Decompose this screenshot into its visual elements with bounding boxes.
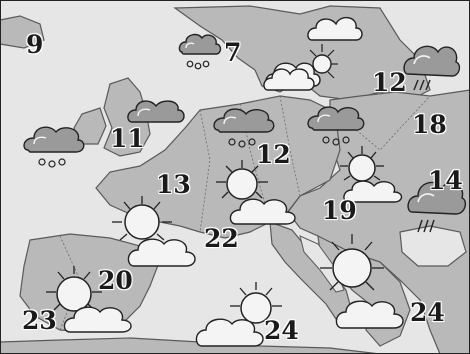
temperature-label: 24 <box>264 316 299 345</box>
storm-cloud-icon <box>406 176 468 242</box>
sun-cloud-icon <box>40 264 136 336</box>
temperature-label: 7 <box>224 38 242 67</box>
temperature-label: 14 <box>428 166 463 195</box>
land-britain <box>103 77 151 157</box>
temperature-label: 12 <box>256 140 291 169</box>
cloud-icon <box>262 64 318 94</box>
temperature-label: 9 <box>26 30 44 59</box>
sun-cloud-icon <box>328 144 408 208</box>
sun-cloud-icon <box>192 280 292 350</box>
temperature-label: 23 <box>22 306 57 335</box>
rain-cloud-icon <box>212 102 280 152</box>
storm-cloud-icon <box>402 40 462 96</box>
temperature-label: 24 <box>410 298 445 327</box>
rain-cloud-icon <box>176 28 224 76</box>
land-iceland <box>0 15 45 49</box>
sun-cloud-icon <box>210 158 302 230</box>
temperature-label: 18 <box>412 110 447 139</box>
sun-cloud-icon <box>318 232 410 332</box>
land-iberia <box>19 233 161 333</box>
temperature-label: 11 <box>110 124 145 153</box>
temperature-label: 19 <box>322 196 357 225</box>
land-ireland <box>73 107 107 145</box>
rain-cloud-icon <box>22 120 88 172</box>
rain-cloud-icon <box>306 100 368 150</box>
temperature-label: 13 <box>156 170 191 199</box>
temperature-label: 12 <box>372 68 407 97</box>
temperature-label: 20 <box>98 266 133 295</box>
cloud-icon <box>126 94 188 128</box>
black-sea <box>399 225 467 267</box>
cloud-icon <box>306 12 366 46</box>
sun-cloud-icon <box>108 194 200 270</box>
adriatic-sea <box>299 235 345 293</box>
temperature-label: 22 <box>204 224 239 253</box>
